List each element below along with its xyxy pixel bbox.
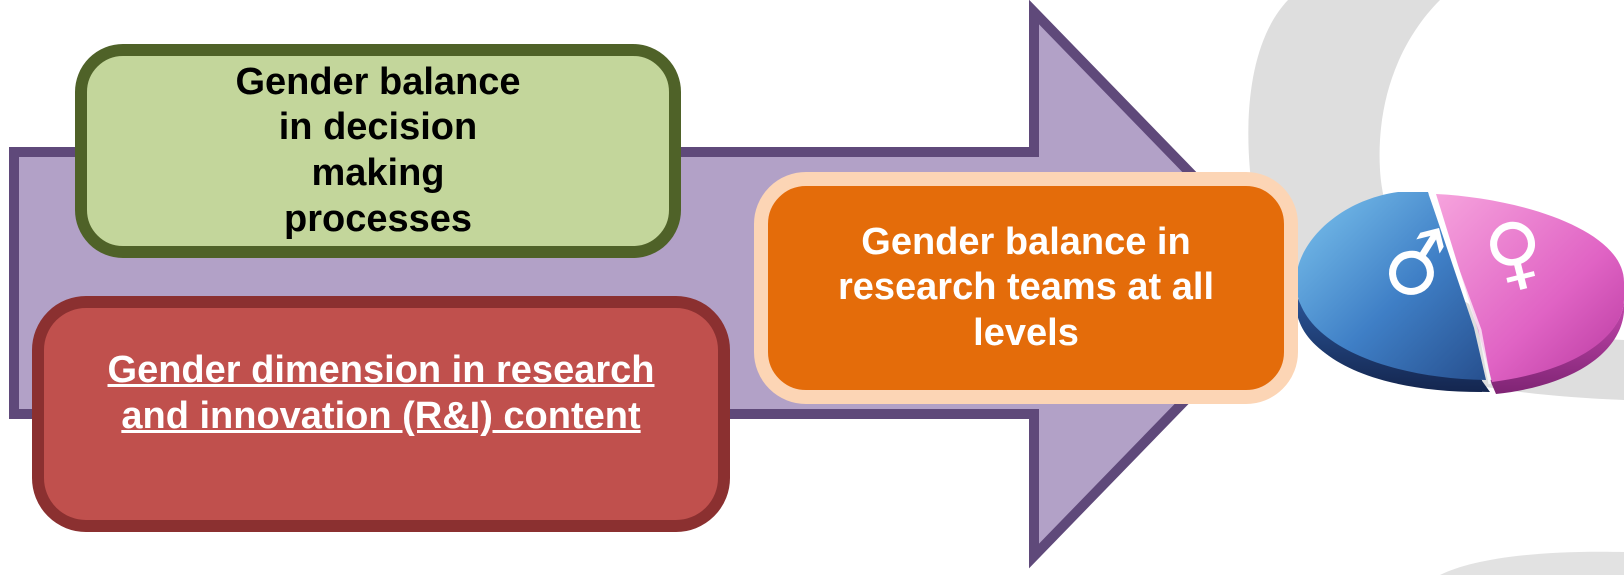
pie-male-slice [1296, 192, 1486, 380]
decision-making-label: Gender balance in decision making proces… [235, 60, 521, 240]
decision-making-box: Gender balance in decision making proces… [75, 44, 681, 258]
research-teams-box: Gender balance in research teams at all … [754, 172, 1298, 404]
gender-pie-chart: ♂ ♀ [1295, 192, 1624, 394]
pie-female-slice [1436, 194, 1624, 382]
decorative-ring-lower [1440, 551, 1624, 575]
research-teams-label: Gender balance in research teams at all … [837, 220, 1214, 354]
pie-female-side [1490, 300, 1624, 394]
rni-content-link[interactable]: Gender dimension in research and innovat… [107, 349, 655, 437]
rni-content-box[interactable]: Gender dimension in research and innovat… [32, 296, 730, 532]
